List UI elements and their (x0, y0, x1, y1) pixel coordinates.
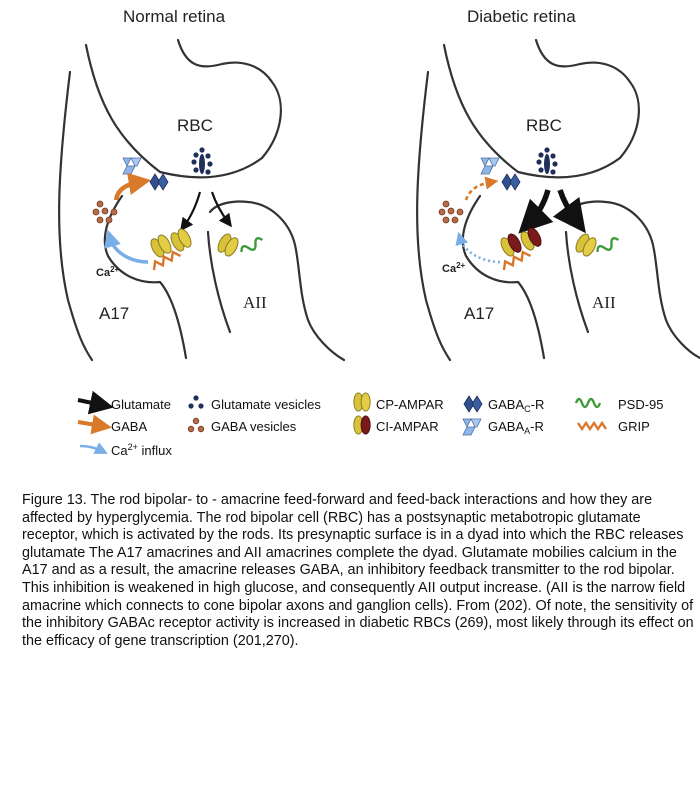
diabetic-psd95-icon (596, 237, 620, 253)
diabetic-cell-outlines (416, 38, 700, 362)
cp-ampar-icon (353, 392, 371, 412)
gaba-vesicles-icon (187, 417, 205, 433)
normal-cell-outlines (58, 38, 346, 362)
normal-panel-title: Normal retina (123, 7, 226, 26)
grip-icon (577, 420, 607, 432)
diabetic-gabac-receptor-icon (501, 173, 521, 191)
gabaa-receptor-icon (462, 418, 482, 436)
normal-glutamate-arrow-a17-icon (180, 191, 202, 232)
normal-glutamate-arrow-aii-icon (210, 191, 232, 228)
normal-cp-ampar-a17b-icon (167, 226, 195, 254)
normal-gaba-arrow-icon (113, 172, 152, 201)
legend-psd95: PSD-95 (574, 397, 664, 412)
normal-grip-icon (152, 250, 182, 271)
diabetic-rbc-label: RBC (526, 116, 562, 135)
diabetic-gaba-vesicles-icon (438, 200, 464, 224)
diabetic-glutamate-arrow-aii-icon (552, 189, 586, 234)
normal-rbc-label: RBC (177, 116, 213, 135)
normal-cp-ampar-a17-icon (147, 232, 175, 260)
legend-ca-influx: Ca2+ influx (79, 442, 172, 458)
normal-ca-arrow-icon (103, 229, 149, 264)
diabetic-ca-arrow-icon (455, 231, 501, 264)
diabetic-ci-ampar-a17b-icon (517, 225, 545, 253)
legend-ci-ampar: CI-AMPAR (353, 415, 439, 435)
diabetic-gaba-arrow-icon (464, 176, 499, 201)
normal-gaba-vesicles-icon (92, 200, 118, 224)
diabetic-grip-icon (502, 250, 532, 271)
legend-glutamate-vesicles: Glutamate vesicles (188, 395, 321, 412)
normal-panel: Normal retina RBC A17 AII Ca2+ (58, 7, 346, 362)
legend-gaba-label: GABA (111, 419, 147, 434)
legend-gaba-vesicles: GABA vesicles (187, 417, 297, 434)
normal-glutamate-vesicles-icon (191, 147, 213, 175)
gabac-receptor-icon (463, 395, 483, 413)
normal-cp-ampar-aii-icon (214, 231, 242, 259)
legend-gabac: GABAC-R (463, 395, 544, 414)
legend-psd95-label: PSD-95 (618, 397, 664, 412)
legend-gaba: GABA (77, 414, 147, 435)
glutamate-vesicles-icon (188, 395, 204, 409)
legend-gaba-vesicles-label: GABA vesicles (211, 419, 297, 434)
legend-gabaa: GABAA-R (462, 418, 544, 436)
normal-gabac-receptor-icon (149, 173, 169, 191)
legend-ci-ampar-label: CI-AMPAR (376, 419, 439, 434)
diabetic-aii-label: AII (592, 293, 616, 312)
glutamate-arrow-icon (77, 390, 114, 415)
synapse-diagram: Normal retina RBC A17 AII Ca2+ Diabetic … (58, 7, 700, 458)
gaba-arrow-icon (77, 414, 112, 435)
legend-cp-ampar-label: CP-AMPAR (376, 397, 444, 412)
diabetic-glutamate-arrow-a17-icon (518, 189, 554, 234)
diabetic-ci-ampar-a17-icon (497, 231, 525, 259)
normal-ca-label: Ca2+ (96, 265, 120, 279)
diabetic-a17-label: A17 (464, 304, 494, 323)
legend-gabac-label: GABAC-R (488, 397, 544, 414)
legend-glutamate-vesicles-label: Glutamate vesicles (211, 397, 321, 412)
normal-gabaa-receptor-icon (122, 157, 142, 175)
legend-ca-label: Ca2+ influx (111, 442, 172, 458)
legend-grip-label: GRIP (618, 419, 650, 434)
diabetic-panel-title: Diabetic retina (467, 7, 576, 26)
psd95-icon (574, 397, 602, 409)
legend-cp-ampar: CP-AMPAR (353, 392, 444, 412)
normal-psd95-icon (240, 237, 264, 253)
diabetic-gabaa-receptor-icon (480, 157, 500, 175)
legend: Glutamate GABA Ca2+ influx Glutamate ves… (77, 390, 664, 458)
legend-gabaa-label: GABAA-R (488, 419, 544, 436)
diabetic-cp-ampar-aii-icon (572, 231, 600, 259)
ca-influx-arrow-icon (79, 442, 108, 454)
figure-caption: Figure 13. The rod bipolar- to - amacrin… (22, 492, 694, 649)
diabetic-panel: Diabetic retina RBC A17 AII Ca2+ (416, 7, 700, 362)
diabetic-glutamate-vesicles-icon (536, 147, 558, 175)
diabetic-ca-label: Ca2+ (442, 261, 466, 275)
legend-glutamate: Glutamate (77, 390, 171, 415)
ci-ampar-icon (353, 415, 371, 435)
normal-aii-label: AII (243, 293, 267, 312)
normal-a17-label: A17 (99, 304, 129, 323)
legend-grip: GRIP (577, 419, 650, 434)
legend-glutamate-label: Glutamate (111, 397, 171, 412)
